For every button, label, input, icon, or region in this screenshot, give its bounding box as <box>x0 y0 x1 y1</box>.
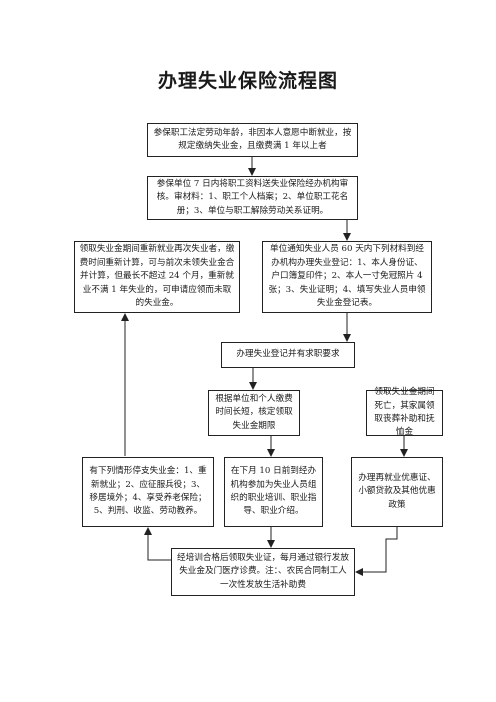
benefit-period-text: 根据单位和个人缴费时间长短，核定领取失业金期限 <box>215 393 293 431</box>
preferential-policy-box: 办理再就业优惠证、小额贷款及其他优惠政策 <box>351 457 443 527</box>
registration-materials-text: 单位通知失业人员 60 天内下列材料到经办机构办理失业登记：1、本人身份证、户口… <box>268 244 426 309</box>
preferential-policy-text: 办理再就业优惠证、小额贷款及其他优惠政策 <box>358 472 436 510</box>
unemployment-registration-text: 办理失业登记并有求职要求 <box>236 349 340 360</box>
benefit-payment-box: 经培训合格后领取失业证，每月通过银行发放失业金及门医疗诊费。注：、农民合同制工人… <box>171 548 355 596</box>
page-title: 办理失业保险流程图 <box>157 70 338 92</box>
eligibility-text: 参保职工法定劳动年龄，非因本人意愿中断就业，按规定缴纳失业金，且缴费满 1 年以… <box>153 128 352 151</box>
re-employment-rule-box: 领取失业金期间重新就业再次失业者，缴费时间重新计算，可与前次未领失业金合并计算，… <box>74 241 240 313</box>
eligibility-box: 参保职工法定劳动年龄，非因本人意愿中断就业，按规定缴纳失业金，且缴费满 1 年以… <box>147 123 358 157</box>
arrow-payment-to-stop <box>144 527 171 561</box>
death-benefit-box: 领取失业金期间死亡，其家属领取丧葬补助和抚恤金 <box>366 387 443 437</box>
re-employment-rule-text: 领取失业金期间重新就业再次失业者，缴费时间重新计算，可与前次未领失业金合并计算，… <box>79 244 235 309</box>
stop-payment-box: 有下列情形停支失业金：1、重新就业；2、应征服兵役；3、移居境外；4、享受养老保… <box>82 457 214 527</box>
benefit-period-box: 根据单位和个人缴费时间长短，核定领取失业金期限 <box>208 390 300 436</box>
training-box: 在下月 10 日前到经办机构参加为失业人员组织的职业培训、职业指导、职业介绍。 <box>224 457 323 527</box>
death-benefit-text: 领取失业金期间死亡，其家属领取丧葬补助和抚恤金 <box>374 387 435 438</box>
benefit-payment-text: 经培训合格后领取失业证，每月通过银行发放失业金及门医疗诊费。注：、农民合同制工人… <box>177 552 349 590</box>
employer-submission-box: 参保单位 7 日内将职工资料送失业保险经办机构审核。审材料：1、职工个人档案；2… <box>147 176 358 220</box>
employer-submission-text: 参保单位 7 日内将职工资料送失业保险经办机构审核。审材料：1、职工个人档案；2… <box>156 178 349 216</box>
arrow-policy-to-payment <box>355 527 398 576</box>
stop-payment-text: 有下列情形停支失业金：1、重新就业；2、应征服兵役；3、移居境外；4、享受养老保… <box>89 466 207 517</box>
registration-materials-box: 单位通知失业人员 60 天内下列材料到经办机构办理失业登记：1、本人身份证、户口… <box>262 241 432 313</box>
unemployment-registration-box: 办理失业登记并有求职要求 <box>221 342 355 368</box>
training-text: 在下月 10 日前到经办机构参加为失业人员组织的职业培训、职业指导、职业介绍。 <box>230 466 317 517</box>
